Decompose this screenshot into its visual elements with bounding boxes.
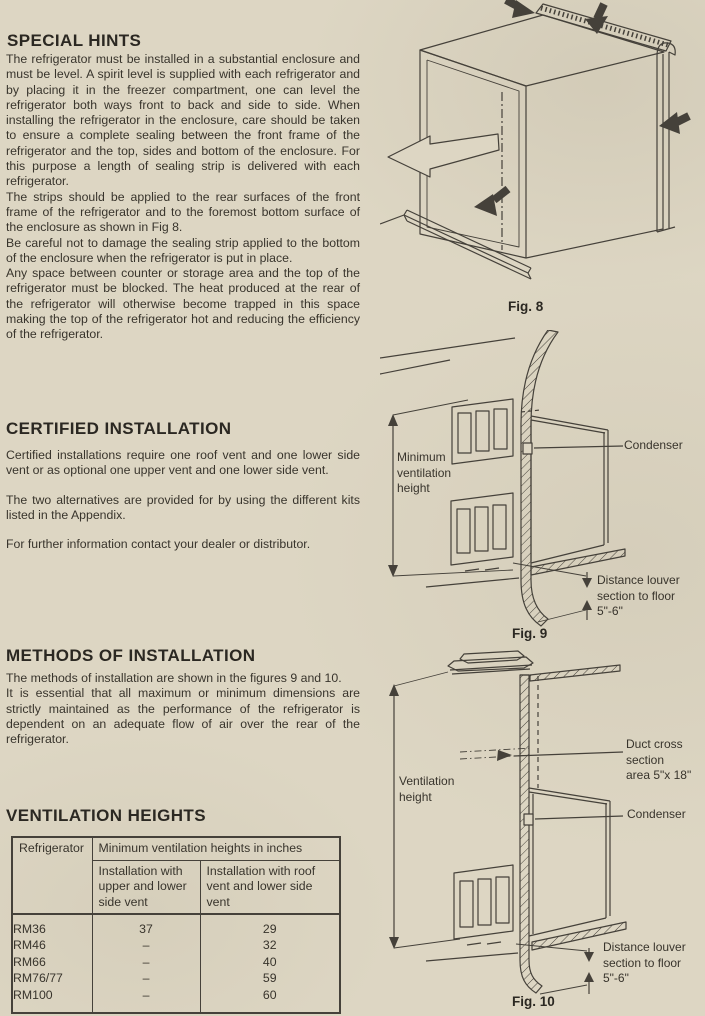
table-subheader-upper-lower: Installation with upper and lower side v… <box>91 859 201 915</box>
table-row: RM100 – 60 <box>11 986 341 1014</box>
certified-installation-body: Certified installations require one roof… <box>6 448 360 552</box>
paragraph: The methods of installation are shown in… <box>6 671 342 685</box>
cell-upper-lower: – <box>91 953 201 971</box>
section-heading-ventilation-heights: VENTILATION HEIGHTS <box>6 806 206 825</box>
cell-upper-lower: – <box>91 937 201 954</box>
table-header-span: Minimum ventilation heights in inches <box>91 836 341 861</box>
fig8-drawing <box>380 0 691 280</box>
table-subheader-row: Installation with upper and lower side v… <box>12 859 341 915</box>
fig9-label-min-vent-height: Minimum ventilation height <box>397 450 452 495</box>
cell-roof-lower: 60 <box>199 986 341 1014</box>
table-header-row: Refrigerator Minimum ventilation heights… <box>11 836 341 915</box>
paragraph: Certified installations require one roof… <box>6 448 360 478</box>
fig9-label-distance: Distance louver section to floor 5"-6" <box>597 573 680 618</box>
table-row: RM46 – 32 <box>11 937 341 954</box>
paragraph: The refrigerator must be installed in a … <box>6 52 360 189</box>
ventilation-table: Refrigerator Minimum ventilation heights… <box>11 836 341 1015</box>
cell-roof-lower: 40 <box>199 953 341 971</box>
table-row: RM66 – 40 <box>11 953 341 971</box>
fig9-caption: Fig. 9 <box>512 626 548 641</box>
cell-model: RM76/77 <box>11 970 93 987</box>
fig10-label-duct: Duct cross section area 5"x 18" <box>626 737 692 782</box>
table-row: RM76/77 – 59 <box>11 970 341 987</box>
table-subheader-roof-lower: Installation with roof vent and lower si… <box>199 859 341 915</box>
seal-arrow-icon <box>474 0 691 216</box>
table-header-refrigerator: Refrigerator <box>11 836 93 915</box>
cell-model: RM46 <box>11 937 93 954</box>
section-heading-methods-of-installation: METHODS OF INSTALLATION <box>6 646 256 665</box>
paragraph: Be careful not to damage the sealing str… <box>6 235 360 265</box>
special-hints-body: The refrigerator must be installed in a … <box>6 52 360 343</box>
cell-model: RM66 <box>11 953 93 971</box>
cell-roof-lower: 32 <box>199 937 341 954</box>
paragraph: For further information contact your dea… <box>6 537 311 552</box>
section-heading-certified-installation: CERTIFIED INSTALLATION <box>6 419 232 438</box>
fig10-label-distance: Distance louver section to floor 5"-6" <box>603 940 686 985</box>
cell-upper-lower: 37 <box>91 912 201 938</box>
fig9-label-condenser: Condenser <box>624 438 683 452</box>
paragraph: It is essential that all maximum or mini… <box>6 686 360 747</box>
figure-9 <box>380 330 705 630</box>
paragraph: Any space between counter or storage are… <box>6 266 360 342</box>
figure-8 <box>380 0 705 298</box>
fig9-drawing <box>380 330 626 627</box>
methods-of-installation-body: The methods of installation are shown in… <box>6 671 360 747</box>
paragraph: The two alternatives are provided for by… <box>6 492 360 522</box>
cell-roof-lower: 59 <box>199 970 341 987</box>
table-row: RM36 37 29 <box>11 912 341 938</box>
figure-10 <box>380 648 705 1010</box>
cell-roof-lower: 29 <box>199 912 341 938</box>
cell-model: RM100 <box>11 986 93 1014</box>
cell-model: RM36 <box>11 912 93 938</box>
fig10-label-condenser: Condenser <box>627 807 686 821</box>
cell-upper-lower: – <box>91 986 201 1014</box>
fig10-caption: Fig. 10 <box>512 994 555 1009</box>
fig10-label-vent-height: Ventilation height <box>399 774 455 804</box>
cell-upper-lower: – <box>91 970 201 987</box>
paragraph: The strips should be applied to the rear… <box>6 189 360 235</box>
fig8-caption: Fig. 8 <box>508 299 544 314</box>
fig10-drawing <box>389 650 627 995</box>
section-heading-special-hints: SPECIAL HINTS <box>7 31 142 50</box>
